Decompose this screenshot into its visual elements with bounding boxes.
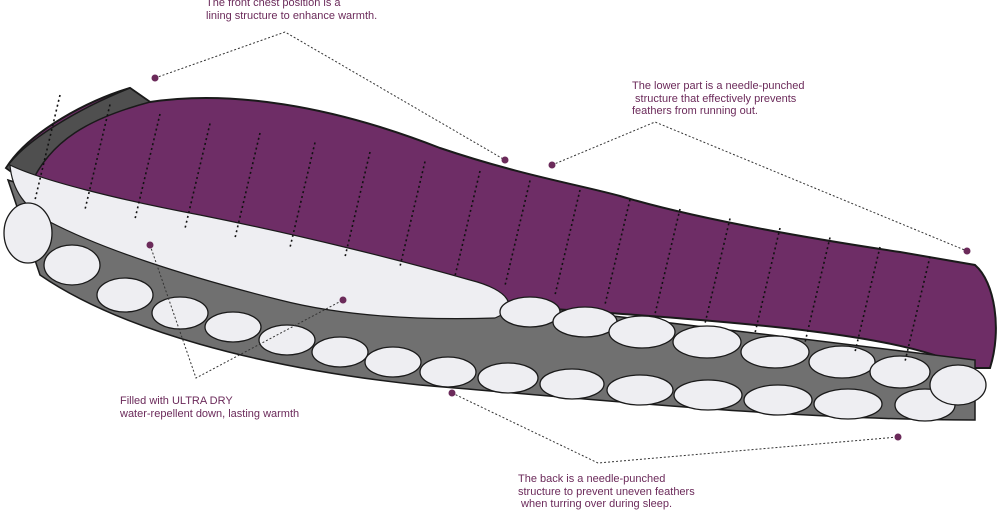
leader-back: [451, 392, 899, 464]
dot-marker: [146, 241, 154, 249]
down-baffle: [499, 296, 561, 328]
dot-marker: [963, 247, 971, 255]
leader-lower-part: [551, 121, 968, 252]
dot-marker: [894, 433, 902, 441]
down-baffle: [258, 324, 316, 356]
down-baffle: [96, 277, 154, 313]
callout-front-chest: The front chest position is a lining str…: [206, 0, 378, 22]
down-baffle: [3, 202, 53, 264]
callout-lower-part: The lower part is a needle-punched struc…: [632, 80, 805, 117]
callout-markers: [146, 74, 971, 441]
callout-leaders: [149, 31, 968, 464]
hood-cap: [4, 87, 152, 188]
down-baffle: [477, 362, 539, 394]
leader-front-chest: [154, 31, 506, 161]
down-baffle: [813, 388, 883, 420]
down-baffle: [740, 335, 810, 369]
down-baffle: [539, 368, 605, 400]
down-fill-interior: [9, 163, 510, 320]
down-baffle: [673, 379, 743, 411]
dot-marker: [548, 161, 556, 169]
callout-back: The back is a needle-punched structure t…: [518, 473, 695, 510]
down-baffle: [743, 384, 813, 416]
down-baffle: [608, 315, 676, 349]
down-baffle: [929, 364, 987, 406]
dot-marker: [501, 156, 509, 164]
down-baffle: [419, 356, 477, 388]
callout-filled-with: Filled with ULTRA DRY water-repellent do…: [120, 395, 300, 420]
dot-marker: [151, 74, 159, 82]
down-baffle: [869, 355, 931, 389]
down-baffles: [3, 202, 987, 422]
dot-marker: [339, 296, 347, 304]
dot-marker: [448, 389, 456, 397]
down-baffle: [204, 311, 262, 343]
down-baffle: [151, 296, 209, 330]
down-baffle: [606, 374, 674, 406]
down-baffle: [364, 346, 422, 378]
down-baffle: [808, 345, 876, 379]
down-baffle: [311, 336, 369, 368]
down-baffle: [552, 306, 618, 338]
down-baffle: [672, 325, 742, 359]
leader-filled-with: [149, 244, 344, 379]
down-baffle: [43, 244, 101, 286]
